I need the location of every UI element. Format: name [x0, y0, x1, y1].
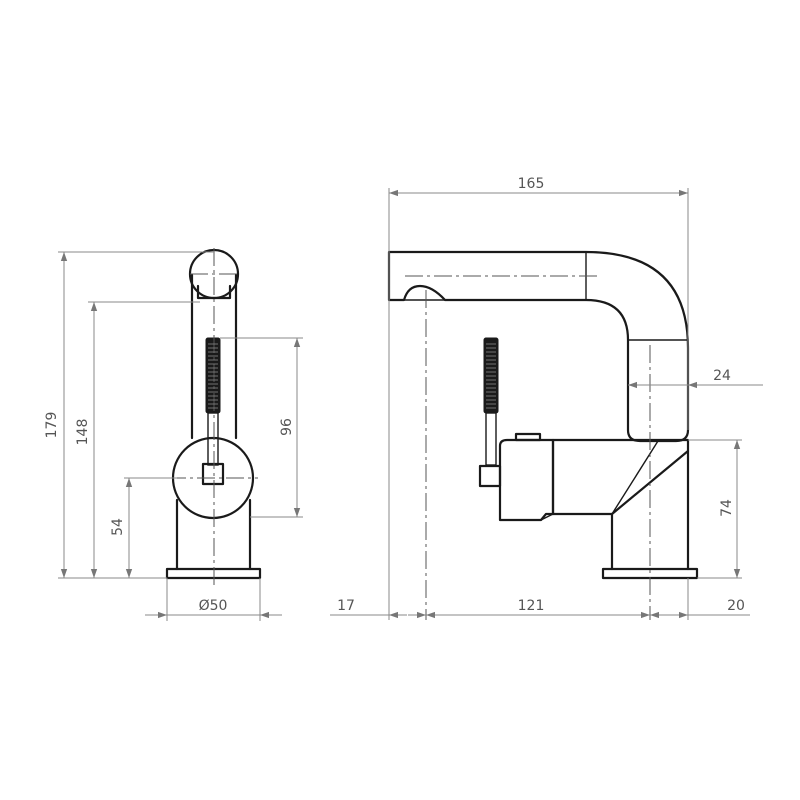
side-lower-body	[610, 449, 690, 571]
side-lever-stem	[485, 412, 497, 466]
dim-outlet-offset: 17	[337, 598, 355, 614]
dim-lever-height: 96	[279, 418, 295, 436]
dim-body-height: 54	[110, 518, 126, 536]
side-body	[551, 438, 690, 516]
side-view: 165 24 74 17 121 20	[330, 176, 763, 620]
side-spout	[387, 250, 690, 443]
front-lever-knob	[201, 462, 225, 486]
side-lever-knob	[478, 464, 502, 488]
dim-overall-length: 165	[518, 176, 545, 192]
front-outlet	[196, 284, 232, 300]
front-lever-handle	[205, 337, 221, 414]
dim-base-offset: 20	[727, 598, 745, 614]
front-view: 179 148 54 96 Ø50	[44, 248, 303, 621]
dim-body-side-height: 74	[719, 499, 735, 517]
dim-spout-height: 148	[75, 419, 91, 446]
dim-base-diameter: Ø50	[199, 598, 228, 614]
dim-reach: 121	[518, 598, 545, 614]
side-lever-handle	[483, 337, 499, 414]
dim-spout-wall: 24	[713, 368, 731, 384]
dim-overall-height: 179	[44, 412, 60, 439]
side-cartridge-cap	[498, 438, 555, 522]
front-body	[175, 498, 252, 571]
side-cap-nut	[514, 432, 542, 442]
lever-grips	[208, 343, 496, 409]
